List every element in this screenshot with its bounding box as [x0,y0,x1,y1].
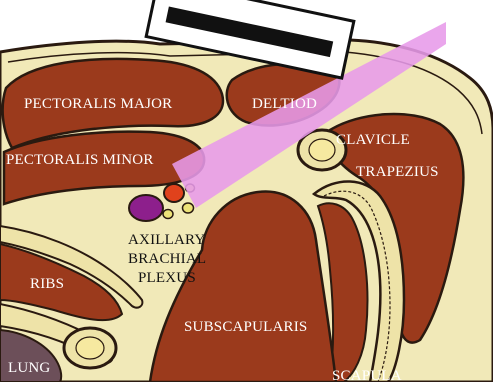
label-trapezius: TRAPEZIUS [356,164,439,180]
axillary-vein [129,195,163,221]
rib-cross-section [64,328,116,368]
label-deltoid: DELTIOD [252,96,317,112]
label-clavicle: CLAVICLE [336,132,410,148]
label-subscapularis: SUBSCAPULARIS [184,319,307,335]
label-pectoralis-minor: PECTORALIS MINOR [6,152,154,168]
label-pectoralis-major: PECTORALIS MAJOR [24,96,172,112]
label-brachial: BRACHIAL [128,251,206,267]
brachial-plexus-nerve-2 [163,210,173,219]
label-plexus: PLEXUS [138,270,196,286]
brachial-plexus-nerve-1 [183,203,194,213]
label-scapula: SCAPULA [332,368,402,382]
label-ribs: RIBS [30,276,64,292]
axillary-artery [164,184,184,202]
label-lung: LUNG [8,360,50,376]
label-axillary: AXILLARY [128,232,205,248]
